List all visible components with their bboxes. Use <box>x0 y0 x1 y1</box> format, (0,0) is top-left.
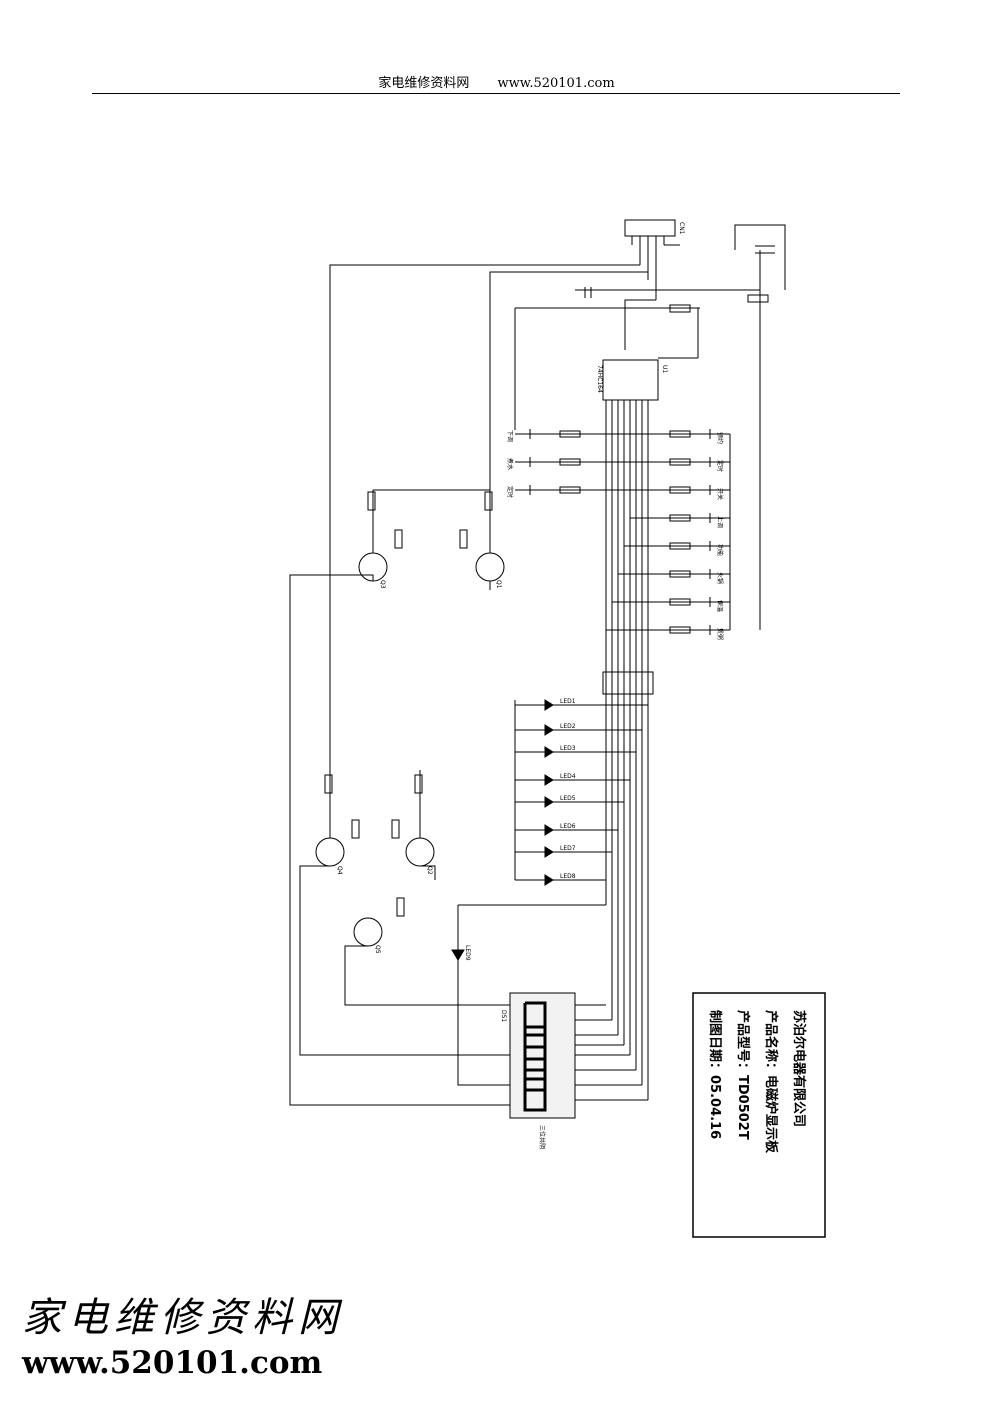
key-labels: 预约 定时 开关 上调 功能 火锅 保温 煲粥 下调 煮水 定时 <box>506 430 724 640</box>
led-array <box>514 699 648 886</box>
key-k6: 火锅 <box>716 572 724 584</box>
key-k9: 下调 <box>506 430 514 442</box>
connector-cn1: CN1 <box>624 219 685 300</box>
key-k10: 煮水 <box>506 458 514 470</box>
led6-label: LED6 <box>560 823 576 830</box>
header-rule <box>92 93 900 94</box>
q2-label: Q2 <box>426 866 433 875</box>
display-ref: DS1 <box>500 1010 507 1022</box>
key-k4: 上调 <box>716 516 724 528</box>
title-product-name: 产品名称：电磁炉显示板 <box>763 1010 779 1154</box>
key-k11: 定时 <box>506 486 514 498</box>
seven-segment-display <box>509 992 648 1119</box>
key-k1: 预约 <box>716 432 724 444</box>
title-company: 苏泊尔电器有限公司 <box>791 1010 807 1127</box>
display-type: 三位共阴 <box>538 1125 546 1149</box>
ic-u1: U1 74HC164 <box>596 308 699 401</box>
key-k7: 保温 <box>716 600 724 612</box>
cn1-label: CN1 <box>678 222 685 235</box>
transistor-labels: Q1 Q2 Q3 Q4 Q5 LED9 <box>336 580 502 961</box>
key-matrix <box>515 429 731 635</box>
title-drawing-date: 制图日期：05.04.16 <box>707 1010 723 1139</box>
led2-label: LED2 <box>560 723 576 730</box>
led5-label: LED5 <box>560 795 576 802</box>
led4-label: LED4 <box>560 773 576 780</box>
site-name: 家电维修资料网 <box>378 76 470 91</box>
key-k8: 煲粥 <box>716 628 724 640</box>
led3-label: LED3 <box>560 745 576 752</box>
footer-logo: 家电维修资料网 www.520101.com <box>22 1285 344 1381</box>
display-labels: DS1 三位共阴 <box>500 1010 546 1149</box>
led-resistor-network <box>602 671 654 695</box>
title-block-text: 苏泊尔电器有限公司 产品名称：电磁炉显示板 产品型号：TD0502T 制图日期：… <box>707 1010 807 1154</box>
q3-label: Q3 <box>379 580 386 589</box>
ic-u1-ref: U1 <box>661 365 668 373</box>
footer-logo-text: 家电维修资料网 <box>22 1295 344 1341</box>
led1-label: LED1 <box>560 698 576 705</box>
capacitors <box>584 245 775 313</box>
led7-label: LED7 <box>560 845 576 852</box>
q4-label: Q4 <box>336 866 343 875</box>
key-k2: 定时 <box>716 460 724 472</box>
title-product-model: 产品型号：TD0502T <box>735 1010 751 1140</box>
led8-label: LED8 <box>560 873 576 880</box>
title-block <box>692 992 826 1238</box>
transistors <box>289 489 606 1106</box>
key-k3: 开关 <box>716 488 724 500</box>
q1-label: Q1 <box>495 580 502 589</box>
led9-label: LED9 <box>464 945 471 961</box>
ic-u1-part: 74HC164 <box>596 365 603 393</box>
site-url: www.520101.com <box>497 76 615 91</box>
led-labels: LED1 LED2 LED3 LED4 LED5 LED6 LED7 LED8 <box>560 698 576 880</box>
page-header: 家电维修资料网 www.520101.com <box>0 72 993 91</box>
ic-output-bus <box>605 400 649 1100</box>
footer-logo-url: www.520101.com <box>22 1345 323 1381</box>
key-k5: 功能 <box>716 544 724 556</box>
q5-label: Q5 <box>374 945 381 954</box>
